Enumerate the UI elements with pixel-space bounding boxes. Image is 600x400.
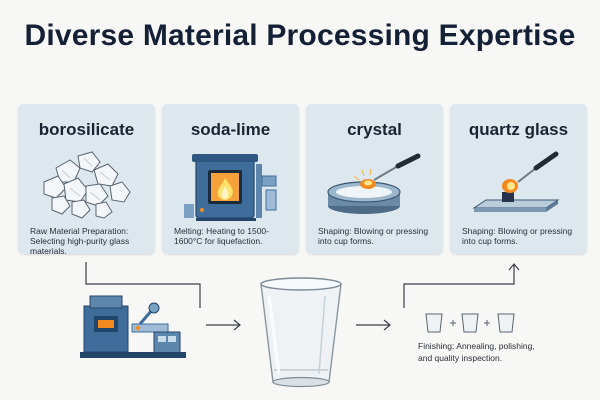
card-soda-lime: soda-lime Melting: Heating to 1500-1600°… bbox=[162, 104, 299, 254]
card-crystal: crystal Shaping: Blowing or pressing int… bbox=[306, 104, 443, 254]
card-caption: Shaping: Blowing or pressing into cup fo… bbox=[318, 226, 429, 246]
finishing-caption: Finishing: Annealing, polishing, and qua… bbox=[418, 341, 535, 363]
cups-icon bbox=[424, 312, 520, 336]
card-quartz-glass: quartz glass Shaping: Blowing or pressin… bbox=[450, 104, 587, 254]
card-caption: Raw Material Preparation: Selecting high… bbox=[30, 226, 130, 256]
card-caption: Melting: Heating to 1500-1600°C for liqu… bbox=[174, 226, 269, 246]
arrowhead bbox=[383, 319, 391, 331]
card-title: crystal bbox=[347, 120, 402, 139]
card-borosilicate: borosilicate Raw Ma bbox=[18, 104, 155, 256]
glass-cullet-icon bbox=[26, 146, 147, 226]
card-title: soda-lime bbox=[190, 120, 271, 139]
card-title: borosilicate bbox=[38, 120, 135, 139]
crystal-shaping-icon bbox=[314, 146, 435, 226]
arrowhead bbox=[233, 319, 241, 331]
diagram-title: Diverse Material Processing Expertise bbox=[24, 19, 576, 52]
machine-icon bbox=[78, 290, 190, 364]
connector-line bbox=[403, 264, 515, 308]
furnace-icon bbox=[170, 146, 291, 226]
glass-cup-icon bbox=[255, 274, 347, 392]
torch-icon bbox=[458, 146, 579, 226]
card-caption: Shaping: Blowing or pressing into cup fo… bbox=[462, 226, 573, 246]
arrowhead bbox=[508, 263, 520, 271]
card-title: quartz glass bbox=[468, 120, 569, 139]
